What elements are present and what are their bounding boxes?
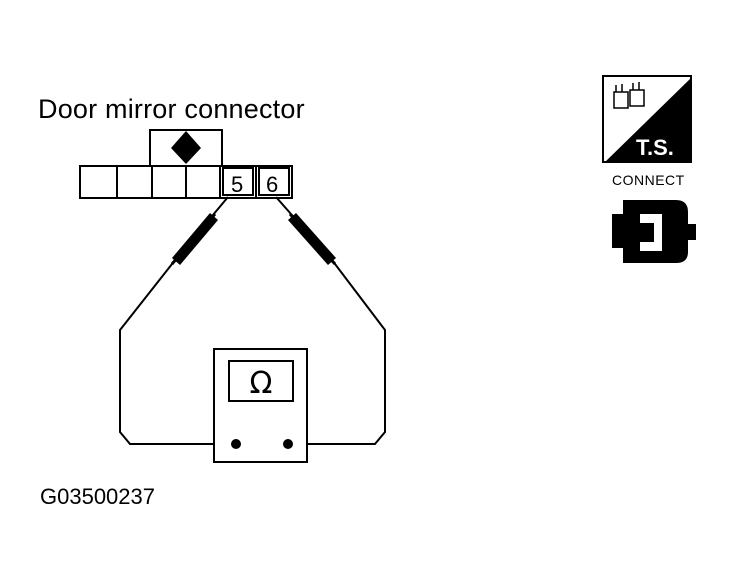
connector-connected-icon	[612, 200, 696, 263]
meter-terminal-right	[283, 439, 293, 449]
ohm-symbol-icon: Ω	[250, 366, 273, 401]
connect-label: CONNECT	[612, 172, 685, 188]
figure-id: G03500237	[40, 484, 155, 509]
connector-key-diamond-icon	[171, 131, 201, 164]
diagram-title: Door mirror connector	[38, 94, 305, 124]
pin-5-label: 5	[231, 172, 243, 197]
meter-terminal-left	[231, 439, 241, 449]
ts-badge: T.S.	[602, 75, 692, 163]
connector-pair-icon	[613, 82, 645, 109]
meter-display	[228, 360, 294, 402]
door-mirror-connector	[79, 129, 293, 199]
pin-6-label: 6	[266, 172, 278, 197]
right-probe	[288, 212, 337, 266]
ts-badge-label: T.S.	[636, 135, 674, 160]
ohmmeter: Ω	[213, 348, 308, 463]
left-probe	[170, 213, 218, 265]
